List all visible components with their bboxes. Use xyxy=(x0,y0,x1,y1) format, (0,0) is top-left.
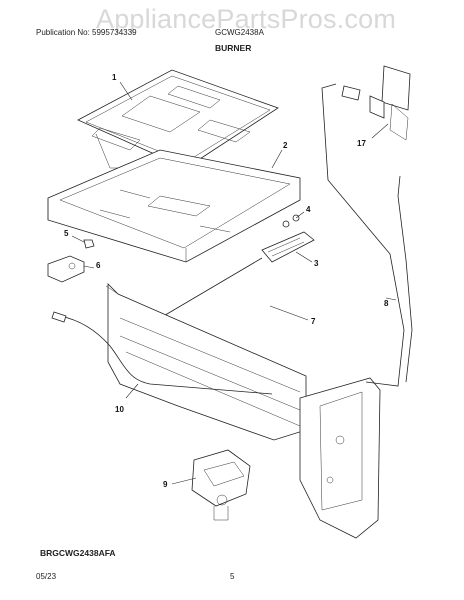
callout-10: 10 xyxy=(115,405,124,414)
part-burner-tray xyxy=(47,149,301,263)
part-gas-tube-8 xyxy=(321,83,405,387)
diagram-code: BRGCWG2438AFA xyxy=(40,548,116,558)
part-regulator xyxy=(341,65,411,141)
callout-4: 4 xyxy=(306,205,311,214)
part-screws xyxy=(282,214,300,228)
part-burner-bracket xyxy=(105,283,307,441)
part-nut xyxy=(83,239,95,249)
publication-number: Publication No: 5995734339 xyxy=(36,28,137,37)
part-bracket xyxy=(47,255,85,283)
part-igniter xyxy=(149,231,315,325)
callout-1: 1 xyxy=(112,73,117,82)
callout-8: 8 xyxy=(384,299,389,308)
callout-3: 3 xyxy=(314,259,319,268)
section-title: BURNER xyxy=(215,43,252,53)
callout-5: 5 xyxy=(64,229,69,238)
callout-9: 9 xyxy=(163,480,168,489)
callout-2: 2 xyxy=(283,141,288,150)
footer-date: 05/23 xyxy=(36,572,57,581)
part-back-panel xyxy=(299,377,381,539)
part-valve xyxy=(191,449,251,521)
watermark: AppliancePartsPros.com xyxy=(96,4,397,34)
callout-6: 6 xyxy=(96,261,101,270)
callout-7: 7 xyxy=(311,317,316,326)
callout-17: 17 xyxy=(357,139,366,148)
page-number: 5 xyxy=(230,572,235,581)
model-number: GCWG2438A xyxy=(215,28,264,37)
part-gas-tube-lower xyxy=(59,315,273,395)
